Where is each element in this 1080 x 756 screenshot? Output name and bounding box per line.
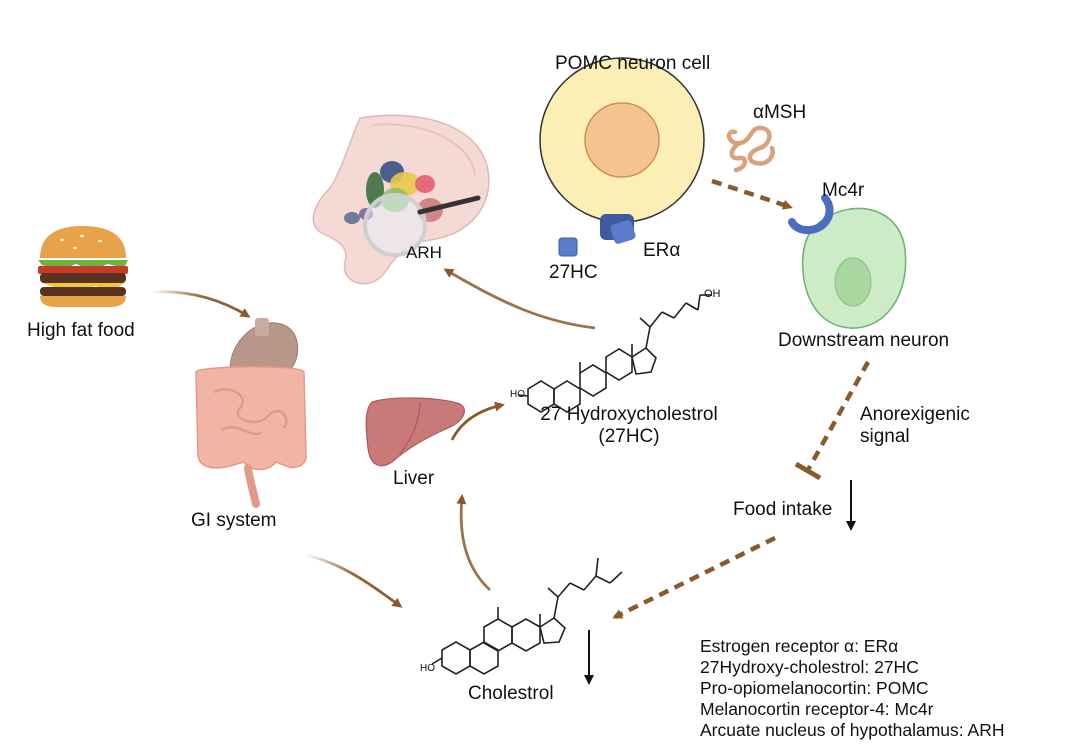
- mc4r-receptor: [788, 194, 834, 235]
- label-27-hydroxycholestrol-line1: 27 Hydroxycholestrol: [540, 404, 718, 425]
- label-arh: ARH: [406, 243, 442, 262]
- arrow-food-intake-to-cholestrol: [612, 535, 776, 620]
- arrow-gi-to-cholestrol: [304, 553, 403, 608]
- era-receptor: [600, 214, 636, 244]
- legend-item: Pro-opiomelanocortin: POMC: [700, 678, 929, 698]
- downstream-neuron: [801, 207, 907, 329]
- label-27hc: 27HC: [549, 262, 598, 283]
- pomc-neuron-cell: [539, 57, 705, 223]
- arrow-pomc-to-mc4r: [711, 178, 793, 210]
- label-downstream-neuron: Downstream neuron: [778, 330, 950, 351]
- label-anorexigenic-line1: Anorexigenic: [860, 404, 970, 425]
- 27hc-molecule: [558, 237, 578, 257]
- liver-illustration: [365, 397, 465, 467]
- legend-item: 27Hydroxy-cholestrol: 27HC: [700, 657, 919, 677]
- chem-ho-lower: HO: [420, 663, 435, 674]
- label-mc4r: Mc4r: [822, 180, 865, 201]
- label-era: ERα: [643, 240, 681, 261]
- pathway-arrows: [151, 268, 596, 608]
- cholestrol-structure: [431, 557, 623, 675]
- legend-item: Estrogen receptor α: ERα: [700, 636, 899, 656]
- legend-item: Melanocortin receptor-4: Mc4r: [700, 699, 934, 719]
- legend-item: Arcuate nucleus of hypothalamus: ARH: [700, 720, 1005, 740]
- chem-oh: OH: [704, 288, 721, 300]
- label-27-hydroxycholestrol-line2: (27HC): [598, 425, 660, 447]
- label-liver: Liver: [393, 468, 435, 489]
- arrow-food-to-gi: [151, 290, 251, 318]
- inhibit-anorexigenic-signal: [806, 360, 870, 472]
- dashed-arrows: [612, 178, 870, 620]
- amsh-peptide: [726, 125, 775, 173]
- label-food-intake: Food intake: [733, 499, 833, 520]
- label-amsh: αMSH: [753, 102, 807, 123]
- 27hc-structure: [517, 294, 712, 413]
- gi-system-illustration: [195, 318, 307, 508]
- label-anorexigenic-line2: signal: [860, 425, 910, 447]
- label-high-fat-food: High fat food: [27, 320, 135, 341]
- label-pomc-neuron-cell: POMC neuron cell: [555, 53, 711, 74]
- inhibit-bar: [794, 461, 822, 481]
- label-27-hydroxycholestrol: 27 Hydroxycholestrol (27HC): [518, 404, 740, 448]
- arrow-cholestrol-to-liver: [456, 494, 491, 592]
- label-gi-system: GI system: [191, 510, 277, 531]
- burger-icon: [38, 226, 128, 307]
- label-anorexigenic-signal: Anorexigenic signal: [860, 404, 970, 448]
- arrow-liver-to-27hc: [450, 401, 505, 441]
- arrow-27hc-to-arh: [443, 268, 596, 330]
- chem-ho-upper: HO: [510, 389, 525, 400]
- label-cholestrol: Cholestrol: [468, 683, 554, 704]
- brain-arh-illustration: [312, 114, 490, 285]
- abbreviation-legend: Estrogen receptor α: ERα 27Hydroxy-chole…: [700, 636, 1004, 741]
